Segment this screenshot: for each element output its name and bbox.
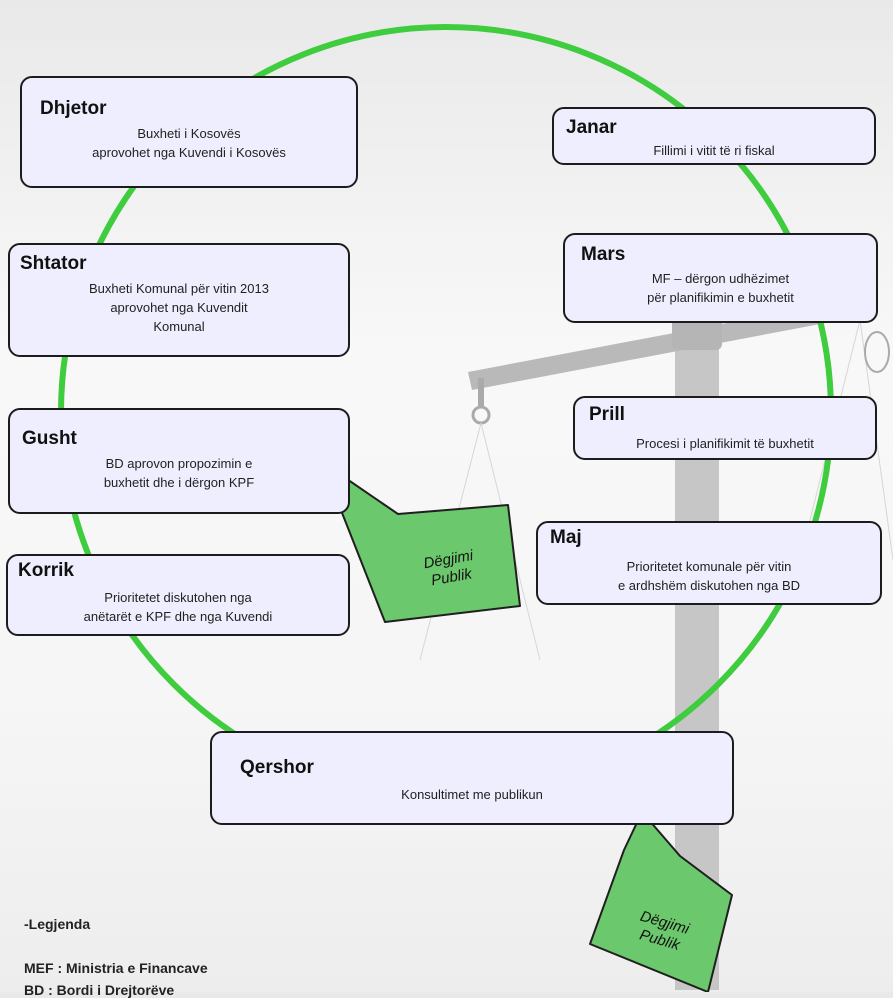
legend-item-mef: MEF : Ministria e Financave: [24, 960, 208, 976]
public-hearing-callout-1: [321, 461, 521, 623]
month-label: Mars: [581, 244, 626, 265]
month-box-janar: Janar Fillimi i vitit të ri fiskal: [552, 107, 876, 165]
legend-item-bd: BD : Bordi i Drejtorëve: [24, 982, 175, 998]
month-description: Prioritetet komunale për vitin e ardhshë…: [617, 559, 801, 593]
month-box-prill: Prill Procesi i planifikimit të buxhetit: [573, 396, 877, 460]
month-label: Korrik: [18, 560, 74, 581]
month-description: MF – dërgon udhëzimet për planifikimin e…: [647, 271, 794, 305]
month-description: Prioritetet diskutohen nga anëtarët e KP…: [83, 590, 273, 624]
month-description: Buxheti i Kosovës aprovohet nga Kuvendi …: [92, 126, 286, 160]
month-box-dhjetor: Dhjetor Buxheti i Kosovës aprovohet nga …: [20, 76, 358, 188]
month-label: Janar: [566, 117, 617, 138]
month-box-gusht: Gusht BD aprovon propozimin e buxhetit d…: [8, 408, 350, 514]
month-label: Prill: [589, 404, 625, 425]
month-box-shtator: Shtator Buxheti Komunal për vitin 2013 a…: [8, 243, 350, 357]
month-description: BD aprovon propozimin e buxhetit dhe i d…: [103, 456, 255, 490]
month-label: Shtator: [20, 253, 87, 274]
month-box-qershor: Qershor Konsultimet me publikun: [210, 731, 734, 825]
month-description: Konsultimet me publikun: [401, 787, 543, 802]
legend-title: -Legjenda: [24, 916, 91, 932]
month-label: Dhjetor: [40, 98, 107, 119]
month-label: Qershor: [240, 757, 314, 778]
month-description: Procesi i planifikimit të buxhetit: [636, 436, 814, 451]
public-hearing-callout-2: [589, 811, 733, 992]
month-description: Buxheti Komunal për vitin 2013 aprovohet…: [89, 281, 269, 334]
month-box-maj: Maj Prioritetet komunale për vitin e ard…: [536, 521, 882, 605]
month-description: Fillimi i vitit të ri fiskal: [653, 143, 775, 158]
month-label: Gusht: [22, 428, 77, 449]
month-box-korrik: Korrik Prioritetet diskutohen nga anëtar…: [6, 554, 350, 636]
month-label: Maj: [550, 527, 582, 548]
month-box-mars: Mars MF – dërgon udhëzimet për planifiki…: [563, 233, 878, 323]
